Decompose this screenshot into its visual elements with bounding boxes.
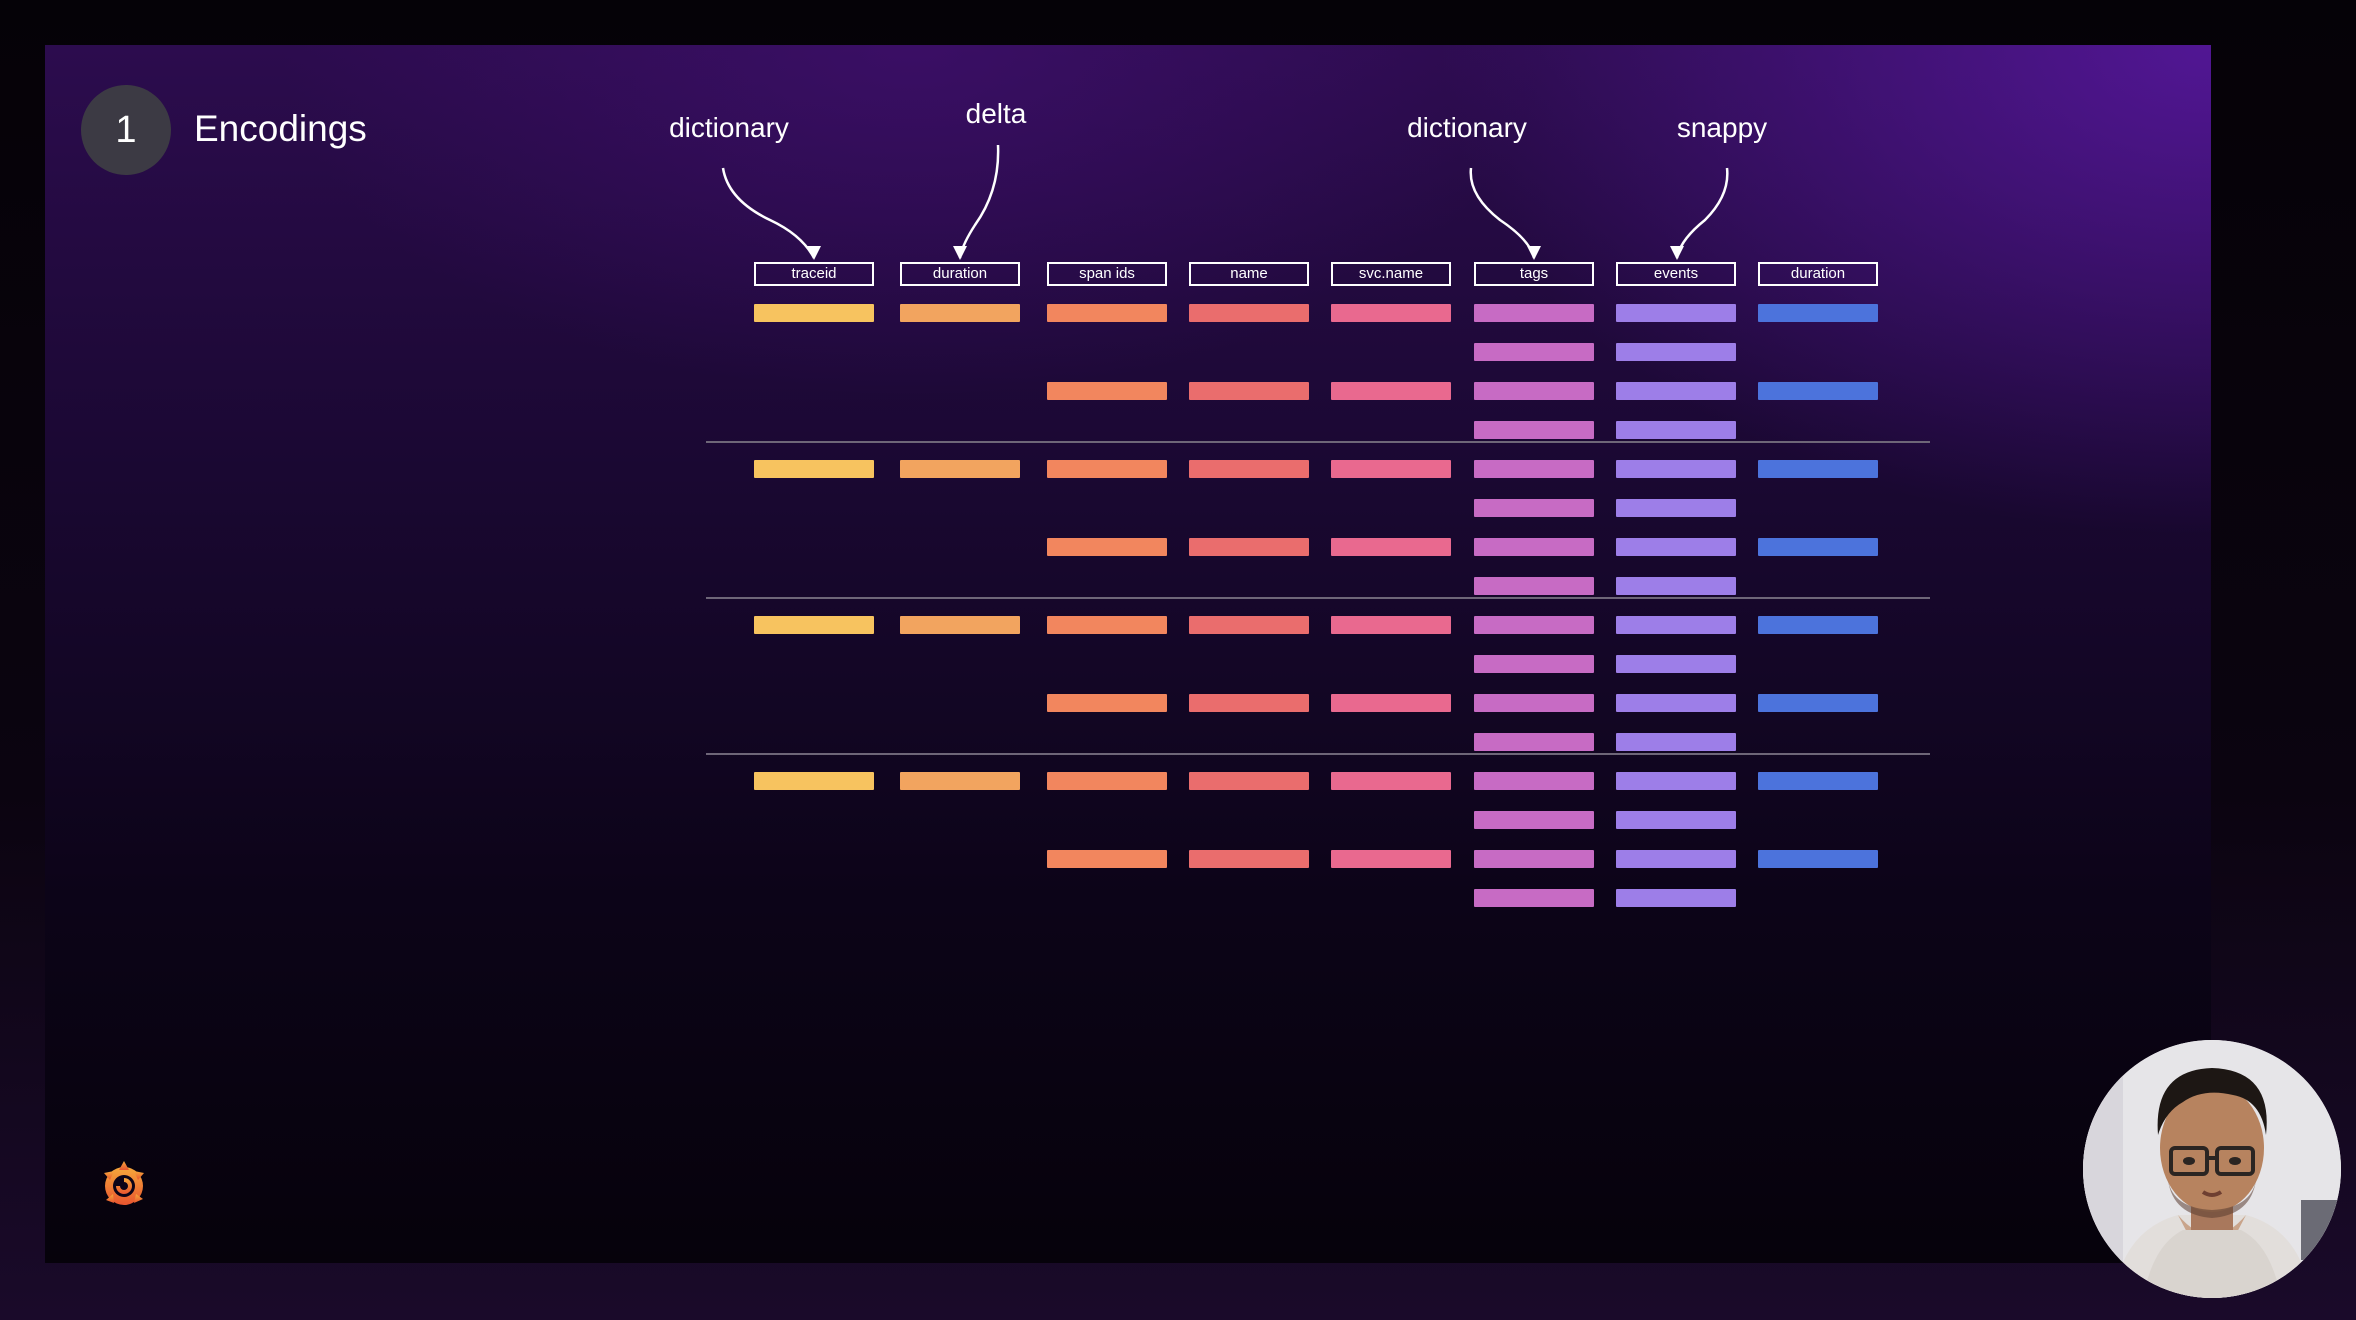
column-header-svc-name: svc.name: [1331, 262, 1451, 286]
data-cell: [1331, 382, 1451, 400]
column-header-name: name: [1189, 262, 1309, 286]
data-cell: [1047, 694, 1167, 712]
data-cell: [1189, 616, 1309, 634]
data-cell: [1474, 577, 1594, 595]
column-header-duration: duration: [1758, 262, 1878, 286]
presenter-webcam: [2083, 1040, 2341, 1298]
data-cell: [1189, 772, 1309, 790]
data-cell: [1758, 850, 1878, 868]
row-group-divider: [706, 753, 1930, 755]
annotation-label-dictionary-traceid: dictionary: [669, 112, 789, 143]
annotation-label-delta-duration: delta: [965, 98, 1027, 129]
data-cell: [754, 616, 874, 634]
data-cell: [1331, 460, 1451, 478]
data-cell: [1616, 304, 1736, 322]
data-cell: [1616, 382, 1736, 400]
data-cell: [1047, 538, 1167, 556]
data-cell: [1331, 850, 1451, 868]
data-cell: [1047, 382, 1167, 400]
data-cell: [1474, 382, 1594, 400]
data-cell: [1616, 733, 1736, 751]
data-cell: [1616, 655, 1736, 673]
presenter-video: [2083, 1040, 2341, 1298]
data-cell: [1189, 850, 1309, 868]
data-cell: [1189, 304, 1309, 322]
data-cell: [1474, 499, 1594, 517]
data-cell: [754, 460, 874, 478]
data-cell: [1616, 343, 1736, 361]
data-cell: [1189, 538, 1309, 556]
data-cell: [1616, 889, 1736, 907]
data-cell: [1474, 343, 1594, 361]
data-cell: [1758, 538, 1878, 556]
data-cell: [1474, 655, 1594, 673]
data-cell: [1616, 811, 1736, 829]
data-cell: [900, 616, 1020, 634]
slide: [45, 45, 2211, 1263]
column-header-traceid: traceid: [754, 262, 874, 286]
data-cell: [1331, 616, 1451, 634]
data-cell: [1616, 538, 1736, 556]
data-cell: [1474, 889, 1594, 907]
data-cell: [1758, 772, 1878, 790]
data-cell: [1331, 694, 1451, 712]
data-cell: [1047, 460, 1167, 478]
data-cell: [1616, 421, 1736, 439]
data-cell: [1047, 772, 1167, 790]
data-cell: [1616, 772, 1736, 790]
column-header-span-ids: span ids: [1047, 262, 1167, 286]
data-cell: [1758, 460, 1878, 478]
data-cell: [1331, 772, 1451, 790]
column-header-duration: duration: [900, 262, 1020, 286]
data-cell: [1331, 538, 1451, 556]
data-cell: [900, 460, 1020, 478]
data-cell: [1474, 304, 1594, 322]
data-cell: [1474, 772, 1594, 790]
annotation-label-snappy-events: snappy: [1676, 112, 1768, 143]
data-cell: [1047, 616, 1167, 634]
data-cell: [1616, 850, 1736, 868]
row-group-divider: [706, 441, 1930, 443]
slide-title: Encodings: [194, 108, 367, 149]
data-cell: [1758, 616, 1878, 634]
data-cell: [1474, 694, 1594, 712]
annotation-label-dictionary-tags: dictionary: [1407, 112, 1527, 143]
data-cell: [1474, 538, 1594, 556]
data-cell: [1331, 304, 1451, 322]
data-cell: [900, 772, 1020, 790]
data-cell: [1758, 694, 1878, 712]
data-cell: [1047, 850, 1167, 868]
data-cell: [1616, 694, 1736, 712]
data-cell: [754, 772, 874, 790]
data-cell: [1189, 460, 1309, 478]
data-cell: [754, 304, 874, 322]
data-cell: [1474, 460, 1594, 478]
slide-number: 1: [115, 108, 137, 151]
data-cell: [1616, 616, 1736, 634]
row-group-divider: [706, 597, 1930, 599]
grafana-logo-icon: [104, 1161, 144, 1205]
data-cell: [1474, 811, 1594, 829]
data-cell: [1616, 577, 1736, 595]
data-cell: [1047, 304, 1167, 322]
data-cell: [1474, 616, 1594, 634]
slide-number-badge: 1: [81, 85, 171, 175]
data-cell: [1189, 382, 1309, 400]
data-cell: [1616, 499, 1736, 517]
data-cell: [1616, 460, 1736, 478]
data-cell: [1474, 850, 1594, 868]
data-cell: [1474, 421, 1594, 439]
data-cell: [1189, 694, 1309, 712]
data-cell: [1758, 382, 1878, 400]
column-header-tags: tags: [1474, 262, 1594, 286]
data-cell: [900, 304, 1020, 322]
data-cell: [1758, 304, 1878, 322]
data-cell: [1474, 733, 1594, 751]
column-header-events: events: [1616, 262, 1736, 286]
